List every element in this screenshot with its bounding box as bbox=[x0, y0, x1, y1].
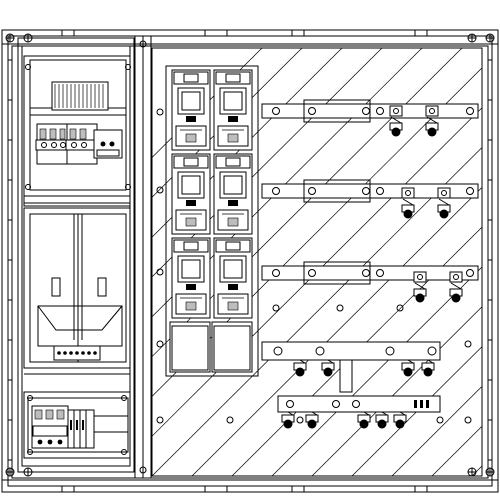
main-breaker-compartment bbox=[23, 55, 131, 207]
fuse-switch-icon bbox=[213, 69, 253, 151]
neutral-bar bbox=[261, 341, 441, 361]
enclosure-outer bbox=[1, 29, 499, 493]
screw-icon bbox=[467, 467, 477, 477]
hatch-line bbox=[191, 186, 482, 476]
side-hinges bbox=[8, 59, 492, 461]
hatch-line bbox=[152, 48, 383, 278]
terminal-screw bbox=[57, 351, 61, 355]
terminal-compartment bbox=[23, 391, 131, 459]
main-panel bbox=[151, 47, 483, 477]
meter-base bbox=[37, 305, 123, 347]
busbar-clamp-icon bbox=[449, 271, 463, 303]
terminal-screw bbox=[69, 351, 73, 355]
busbar bbox=[261, 99, 479, 123]
meter-compartment bbox=[23, 207, 131, 375]
fuse-carrier-frame bbox=[165, 65, 259, 377]
hatch-line bbox=[391, 385, 482, 476]
mounting-hole bbox=[336, 304, 344, 312]
mounting-hole bbox=[436, 416, 444, 424]
busbar-clamp-icon bbox=[425, 105, 439, 137]
screw-icon bbox=[5, 467, 15, 477]
left-column-frame bbox=[17, 37, 135, 473]
pe-bar bbox=[277, 395, 441, 413]
left-column bbox=[17, 37, 135, 473]
mounting-hole bbox=[464, 340, 472, 348]
mounting-hole bbox=[156, 108, 164, 116]
meter-hook-right bbox=[97, 277, 107, 297]
main-breaker bbox=[35, 123, 123, 165]
terminal-screw bbox=[87, 351, 91, 355]
screw-icon bbox=[5, 33, 15, 43]
mounting-hole bbox=[226, 416, 234, 424]
meter-hook-left bbox=[51, 277, 61, 297]
busbar bbox=[261, 179, 479, 203]
corner-screws bbox=[5, 33, 495, 477]
enclosure-mounting-plate bbox=[11, 45, 489, 479]
screw-icon bbox=[467, 33, 477, 43]
fuse-switch-icon bbox=[213, 153, 253, 235]
column-divider bbox=[134, 35, 152, 479]
mounting-hole bbox=[296, 416, 304, 424]
busbar-clamp-icon bbox=[437, 187, 451, 219]
hatch-line bbox=[152, 48, 343, 238]
terminal-screw bbox=[75, 351, 79, 355]
fuse-switch-icon bbox=[171, 237, 211, 319]
screw-icon bbox=[485, 467, 495, 477]
terminal-screw bbox=[63, 351, 67, 355]
mounting-hole bbox=[272, 304, 280, 312]
fuse-switch-icon bbox=[213, 237, 253, 319]
busbar bbox=[261, 261, 479, 285]
fuse-switch-array bbox=[165, 65, 259, 377]
terminal-screw bbox=[81, 351, 85, 355]
fuse-switch-icon bbox=[171, 153, 211, 235]
mounting-hole bbox=[156, 268, 164, 276]
mounting-hole bbox=[156, 186, 164, 194]
busbar-system bbox=[261, 99, 479, 285]
mounting-hole bbox=[464, 416, 472, 424]
surge-protector bbox=[51, 81, 109, 111]
mounting-hole bbox=[396, 304, 404, 312]
mounting-hole bbox=[156, 416, 164, 424]
enclosure-inner bbox=[7, 35, 493, 487]
terminal-breakers bbox=[31, 405, 95, 449]
busbar-clamp-icon bbox=[401, 187, 415, 219]
enclosure-frame bbox=[1, 29, 499, 493]
terminal-block-icon bbox=[53, 345, 101, 361]
screw-icon bbox=[485, 33, 495, 43]
busbar-clamp-icon bbox=[389, 105, 403, 137]
terminal-screw bbox=[93, 351, 97, 355]
mounting-hole bbox=[156, 340, 164, 348]
busbar-clamp-icon bbox=[413, 271, 427, 303]
fuse-switch-icon bbox=[171, 69, 211, 151]
